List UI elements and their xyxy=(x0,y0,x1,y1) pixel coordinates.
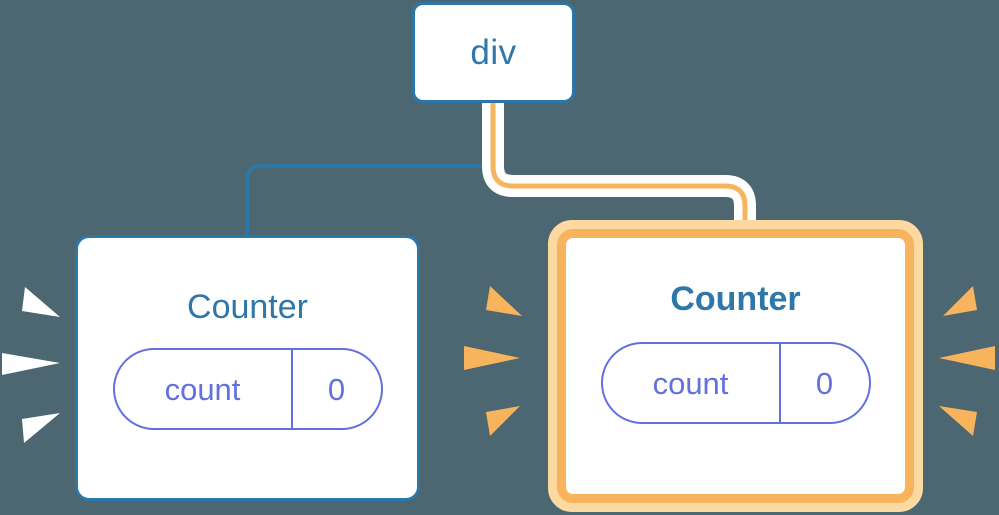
prop-name-count-right: count xyxy=(603,344,781,422)
edge-root-to-counter-right xyxy=(490,103,748,232)
burst-mid-icon xyxy=(464,286,522,436)
node-div[interactable]: div xyxy=(412,2,575,103)
prop-pill-count-right: count 0 xyxy=(600,342,871,424)
burst-left-icon xyxy=(2,287,60,443)
node-div-label: div xyxy=(470,33,517,72)
prop-pill-count-left: count 0 xyxy=(112,348,383,430)
node-counter-right[interactable]: Counter count 0 xyxy=(548,220,923,512)
node-counter-right-inner: Counter count 0 xyxy=(557,229,914,503)
prop-value-count-left: 0 xyxy=(327,371,346,407)
prop-value-count-right: 0 xyxy=(815,365,834,401)
node-counter-right-label: Counter xyxy=(670,280,801,318)
prop-name-count-left: count xyxy=(115,350,293,428)
burst-right-icon xyxy=(939,286,995,436)
node-counter-left[interactable]: Counter count 0 xyxy=(75,235,420,501)
edge-root-to-counter-left xyxy=(245,101,495,238)
edge-root-to-counter-right-halo xyxy=(482,103,756,232)
node-counter-left-label: Counter xyxy=(187,288,308,326)
